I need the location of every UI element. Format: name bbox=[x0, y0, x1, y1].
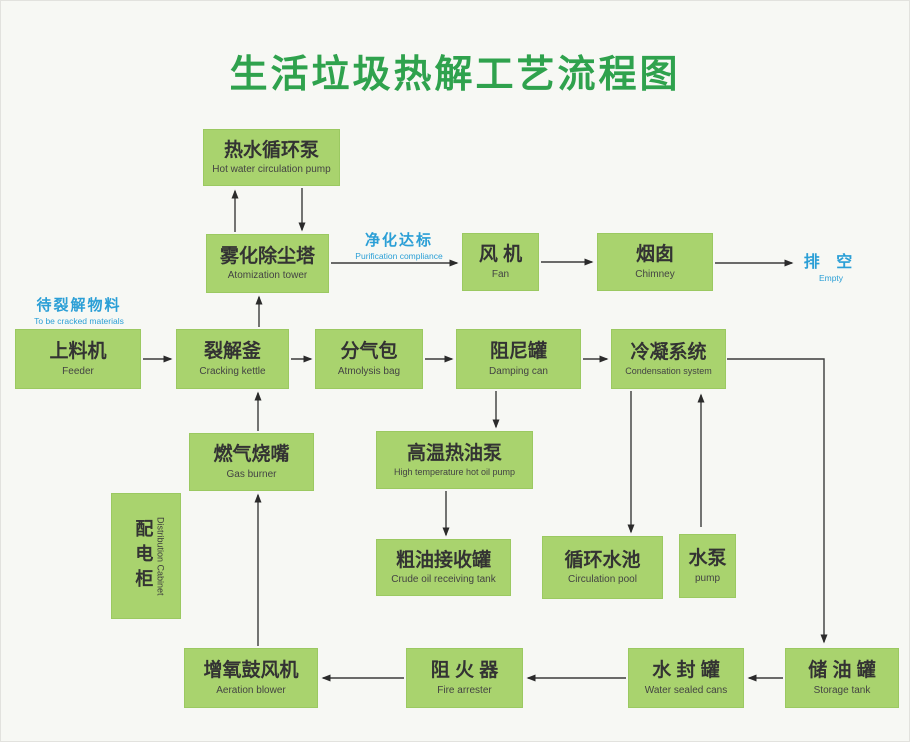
node-label-zh: 储 油 罐 bbox=[808, 660, 876, 682]
node-feeder: 上料机 Feeder bbox=[15, 329, 141, 389]
node-label-en: Storage tank bbox=[813, 684, 871, 696]
node-fire-arrester: 阻 火 器 Fire arrester bbox=[406, 648, 523, 708]
node-storage-tank: 储 油 罐 Storage tank bbox=[785, 648, 899, 708]
node-label-zh: 高温热油泵 bbox=[406, 442, 502, 464]
annotation-zh: 排 空 bbox=[803, 254, 859, 271]
node-label-en: Cracking kettle bbox=[199, 365, 266, 377]
node-label-en: pump bbox=[694, 572, 720, 584]
node-circulation-pool: 循环水池 Circulation pool bbox=[542, 536, 663, 599]
node-label-zh: 水泵 bbox=[688, 548, 727, 570]
node-gas-burner: 燃气烧嘴 Gas burner bbox=[189, 433, 314, 491]
node-chimney: 烟囱 Chimney bbox=[597, 233, 713, 291]
node-crude-oil-tank: 粗油接收罐 Crude oil receiving tank bbox=[376, 539, 511, 596]
node-label-zh: 燃气烧嘴 bbox=[213, 444, 290, 466]
node-aeration-blower: 增氧鼓风机 Aeration blower bbox=[184, 648, 318, 708]
node-damping-can: 阻尼罐 Damping can bbox=[456, 329, 581, 389]
node-label-en: Circulation pool bbox=[568, 574, 637, 586]
node-label-zh: 烟囱 bbox=[635, 244, 674, 266]
node-distribution-cabinet: 配电柜 Distribution Cabinet bbox=[111, 493, 181, 619]
annotation-empty-exhaust: 排 空 Empty bbox=[797, 248, 865, 283]
annotation-en: To be cracked materials bbox=[34, 316, 124, 326]
node-label-en: High temperature hot oil pump bbox=[393, 467, 516, 478]
annotation-zh: 待裂解物料 bbox=[36, 297, 122, 314]
node-label-en: Damping can bbox=[489, 365, 548, 377]
page-title: 生活垃圾热解工艺流程图 bbox=[229, 54, 681, 96]
node-label-zh: 配电柜 bbox=[133, 518, 154, 594]
node-hot-oil-pump: 高温热油泵 High temperature hot oil pump bbox=[376, 431, 533, 489]
annotation-en: Empty bbox=[818, 273, 844, 283]
node-label-zh: 冷凝系统 bbox=[630, 341, 707, 363]
node-label-en: Crude oil receiving tank bbox=[391, 574, 496, 586]
node-label-zh: 上料机 bbox=[49, 341, 107, 363]
node-label-zh: 粗油接收罐 bbox=[395, 549, 491, 571]
node-label-en: Aeration blower bbox=[216, 684, 286, 696]
node-atmolysis-bag: 分气包 Atmolysis bag bbox=[315, 329, 423, 389]
node-label-en: Fire arrester bbox=[437, 684, 492, 696]
node-water-pump: 水泵 pump bbox=[679, 534, 736, 598]
node-label-zh: 热水循环泵 bbox=[223, 139, 319, 161]
node-atomization-tower: 雾化除尘塔 Atomization tower bbox=[206, 234, 329, 293]
node-cracking-kettle: 裂解釜 Cracking kettle bbox=[176, 329, 289, 389]
annotation-purification-compliance: 净化达标 Purification compliance bbox=[344, 229, 454, 261]
node-label-zh: 雾化除尘塔 bbox=[219, 245, 315, 267]
node-label-en: Distribution Cabinet bbox=[155, 516, 166, 596]
node-label-en: Feeder bbox=[62, 365, 94, 377]
node-label-en: Water sealed cans bbox=[644, 684, 728, 696]
node-condensation-system: 冷凝系统 Condensation system bbox=[611, 329, 726, 389]
annotation-to-be-cracked-materials: 待裂解物料 To be cracked materials bbox=[19, 294, 139, 326]
node-label-en: Condensation system bbox=[625, 366, 712, 377]
node-label-en: Fan bbox=[491, 268, 510, 280]
node-water-sealed-cans: 水 封 罐 Water sealed cans bbox=[628, 648, 744, 708]
node-label-en: Atomization tower bbox=[227, 270, 308, 282]
node-label-zh: 增氧鼓风机 bbox=[203, 660, 299, 682]
node-hot-water-pump: 热水循环泵 Hot water circulation pump bbox=[203, 129, 340, 186]
node-label-zh: 阻 火 器 bbox=[430, 660, 499, 682]
node-label-en: Gas burner bbox=[226, 468, 277, 480]
node-label-zh: 水 封 罐 bbox=[652, 660, 720, 682]
node-label-zh: 循环水池 bbox=[564, 549, 641, 571]
node-label-zh: 裂解釜 bbox=[203, 341, 261, 363]
node-label-en: Hot water circulation pump bbox=[212, 164, 331, 176]
node-label-en: Atmolysis bag bbox=[337, 365, 401, 377]
node-label-en: Chimney bbox=[635, 268, 675, 280]
node-fan: 风 机 Fan bbox=[462, 233, 539, 291]
node-label-zh: 风 机 bbox=[478, 244, 523, 266]
annotation-zh: 净化达标 bbox=[364, 232, 433, 249]
node-label-zh: 阻尼罐 bbox=[489, 341, 547, 363]
node-label-zh: 分气包 bbox=[340, 341, 398, 363]
annotation-en: Purification compliance bbox=[355, 251, 443, 261]
